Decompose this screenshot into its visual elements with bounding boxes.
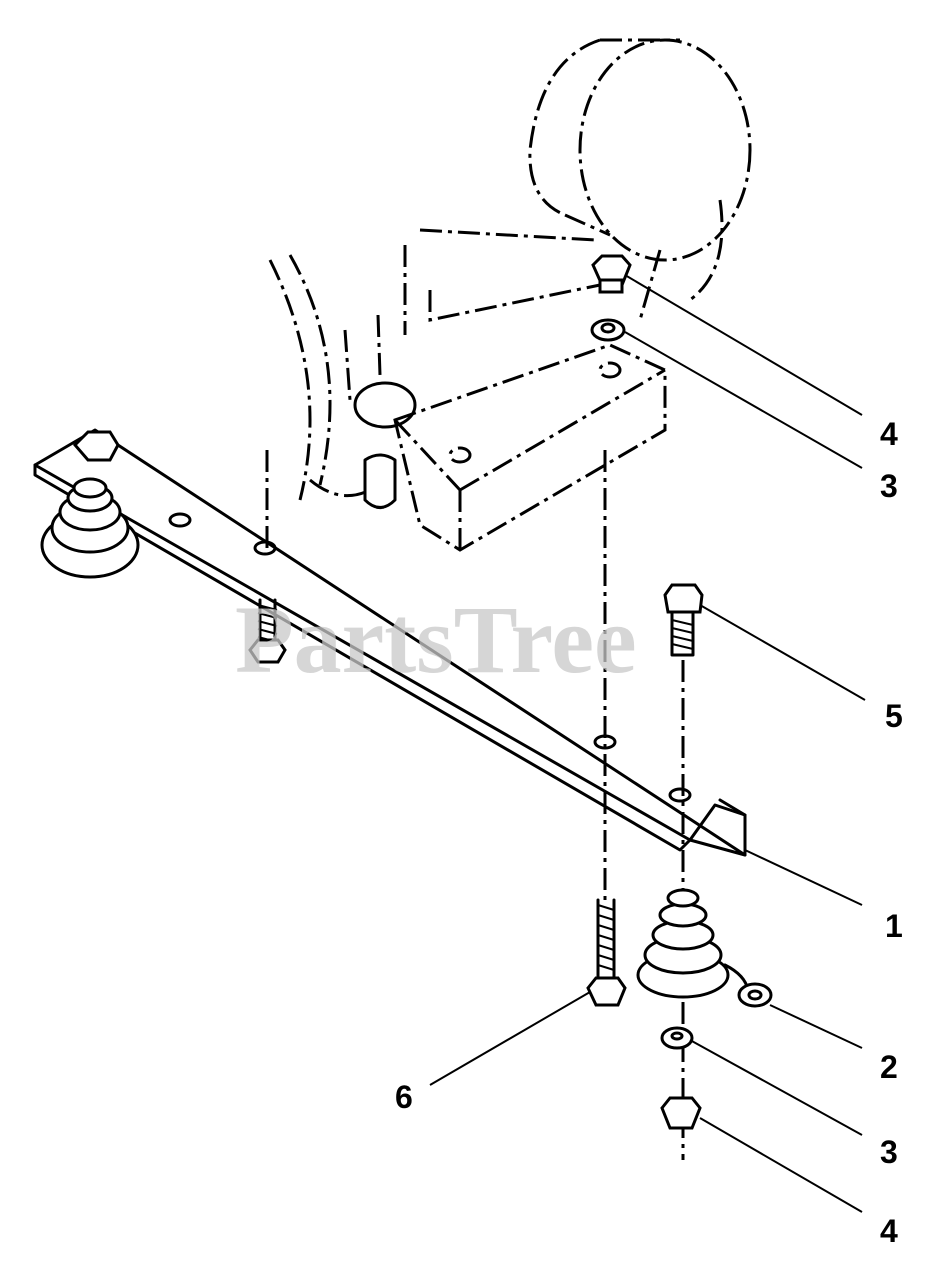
callout-4-bottom: 4	[880, 1213, 898, 1249]
callout-labels: 4 3 5 1 2 3 4 6	[395, 416, 903, 1249]
mounting-bracket	[33, 428, 747, 857]
lock-washer-bottom	[660, 1026, 694, 1050]
watermark-text: PartsTree	[235, 586, 637, 693]
bolt-five	[663, 583, 704, 657]
callout-3-bottom: 3	[880, 1134, 898, 1170]
phantom-engine-outline	[268, 38, 752, 552]
left-vibration-mount	[40, 477, 140, 579]
callout-3-top: 3	[880, 468, 898, 504]
callout-1: 1	[885, 908, 903, 944]
lock-washer-top	[590, 318, 626, 342]
callout-2: 2	[880, 1049, 898, 1085]
leader-lines	[429, 274, 866, 1213]
callout-5: 5	[885, 698, 903, 734]
left-bolt	[248, 598, 287, 664]
vibration-mount	[636, 888, 773, 1008]
nut-bottom	[660, 1096, 702, 1130]
callout-6: 6	[395, 1079, 413, 1115]
center-lines	[265, 450, 685, 1160]
callout-4-top: 4	[880, 416, 898, 452]
nut-top	[591, 254, 632, 294]
bolt-six	[586, 898, 627, 1007]
